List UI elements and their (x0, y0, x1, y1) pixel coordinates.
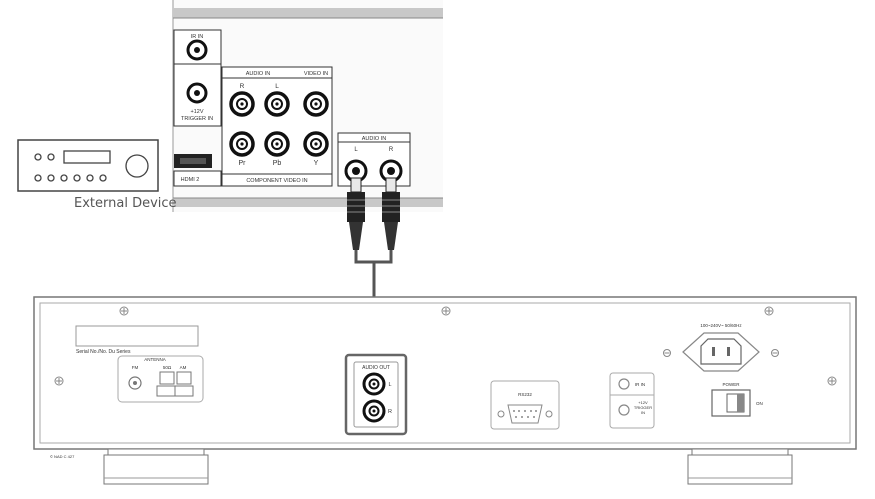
audio-out-label: AUDIO OUT (362, 365, 390, 371)
antenna-label: ANTENNA (144, 357, 166, 362)
model-note: © NAD C 427 (50, 454, 75, 459)
audio-l-label: L (275, 83, 279, 90)
rca-jack-y (303, 131, 329, 157)
external-device-caption: External Device (74, 196, 177, 211)
rear-ir-in-label: IR IN (635, 382, 645, 387)
on-label: ON (756, 401, 763, 406)
video-in-header: VIDEO IN (304, 71, 328, 77)
voltage-label: 100~240V~ 50/60Hz (700, 323, 742, 328)
audio-in-box-title: AUDIO IN (362, 136, 386, 142)
trigger-in-jack (186, 82, 208, 104)
audio-in-box-r: R (389, 147, 394, 153)
rca-jack-pr (229, 131, 255, 157)
antenna-50-label: 50Ω (163, 365, 172, 370)
audio-out-jack-r (362, 399, 386, 423)
rca-jack-pb (264, 131, 290, 157)
audio-in-header: AUDIO IN (246, 71, 270, 77)
audio-out-r-label: R (388, 409, 392, 415)
pr-label: Pr (239, 160, 247, 167)
external-device-icon (17, 139, 159, 192)
audio-r-label: R (240, 83, 245, 90)
audio-out-jack-l (362, 372, 386, 396)
component-video-in-label: COMPONENT VIDEO IN (246, 178, 307, 184)
rca-jack-video-in (303, 91, 329, 117)
foot-left (103, 448, 209, 485)
hdmi-label: HDMI 2 (181, 177, 200, 183)
ir-in-jack (186, 39, 208, 61)
foot-right (687, 448, 793, 485)
rca-plug-left (347, 177, 365, 250)
power-label: POWER (722, 382, 740, 387)
rca-plug-right (382, 177, 400, 250)
audio-out-l-label: L (388, 382, 391, 388)
ir-in-label: IR IN (191, 34, 204, 40)
y-label: Y (314, 160, 319, 167)
pb-label: Pb (273, 160, 282, 167)
serial-label: Serial No./No. Du Series (76, 349, 131, 355)
fm-antenna-jack (128, 376, 142, 390)
rs232-label: RS232 (518, 392, 532, 397)
audio-in-box-l: L (354, 147, 358, 153)
fm-label: FM (132, 365, 139, 370)
rca-jack-audio-r (229, 91, 255, 117)
rca-jack-audio-l (264, 91, 290, 117)
antenna-am-label: AM (180, 365, 187, 370)
hdmi-port (174, 154, 212, 168)
power-switch (711, 389, 751, 417)
player-rear-panel: Serial No./No. Du Series ANTENNA FM 50Ω … (33, 296, 857, 485)
ac-inlet (682, 332, 760, 372)
rs232-port (497, 404, 553, 424)
am-antenna-terminals (156, 371, 194, 397)
audio-in-jack-r (379, 159, 403, 183)
